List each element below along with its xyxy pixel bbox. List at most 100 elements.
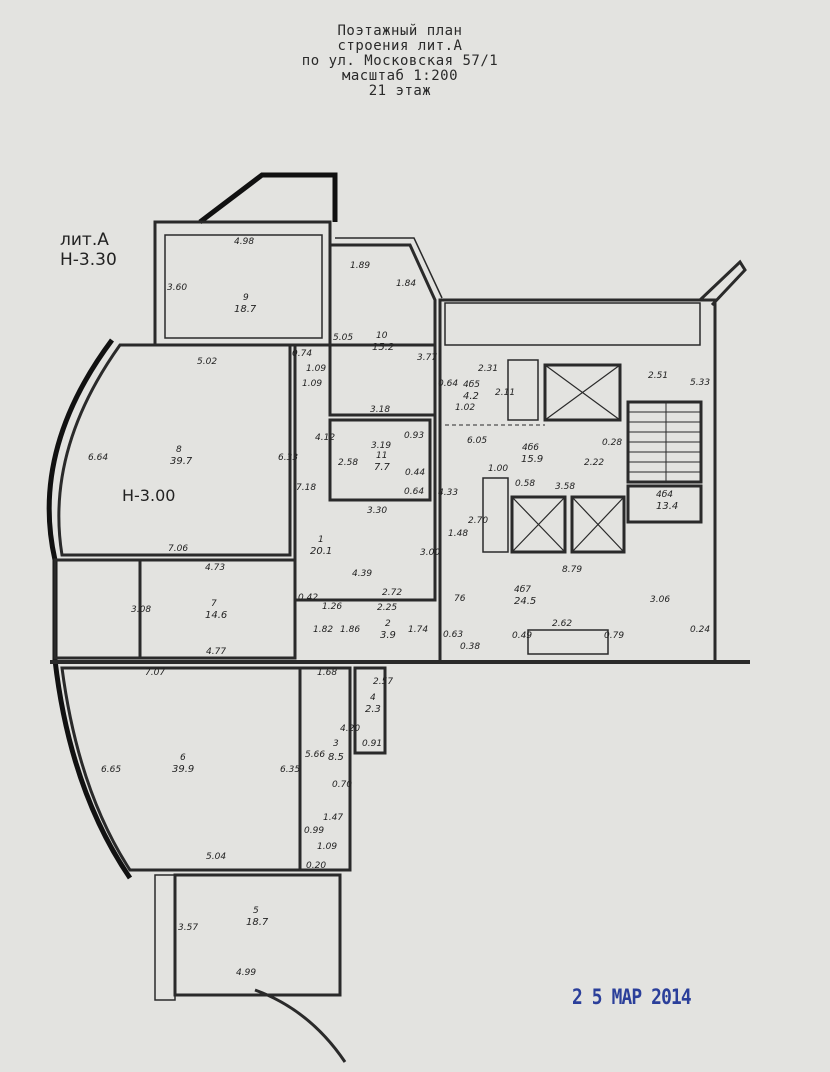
room-area: 18.7 (246, 917, 269, 928)
room-area: 13.4 (656, 501, 678, 512)
dimension: 6.35 (280, 765, 300, 775)
room-number: 6 (180, 753, 186, 763)
dimension: 2.57 (373, 677, 393, 687)
room-number: 1 (318, 535, 324, 545)
dimension: 1.02 (455, 403, 475, 413)
room-area: 4.2 (463, 391, 479, 402)
wall-diagonal (698, 259, 747, 307)
dimension: 4.33 (438, 488, 458, 498)
room8-height-label: Н-3.00 (122, 486, 176, 505)
dimension: 2.58 (338, 458, 358, 468)
dimension: 1.84 (396, 279, 416, 289)
dimension: 3.00 (420, 548, 440, 558)
room-area: 14.6 (205, 610, 227, 621)
dimension: 0.38 (460, 642, 480, 652)
wall-room-6 (60, 666, 302, 872)
dimension: 5.33 (690, 378, 710, 388)
dimension: 0.20 (306, 861, 326, 871)
dimension: 3.19 (371, 441, 391, 451)
wall-room-11 (328, 418, 432, 502)
dimension: 0.28 (602, 438, 622, 448)
room-number: 3 (333, 739, 339, 749)
dimension: 1.74 (408, 625, 428, 635)
height-label: Н-3.30 (60, 250, 117, 270)
inner-wall (154, 874, 176, 1001)
dimension: 1.89 (350, 261, 370, 271)
title-line: масштаб 1:200 (341, 68, 459, 84)
dimension: 5.66 (305, 750, 325, 760)
dimension: 0.42 (298, 593, 318, 603)
walls (46, 172, 750, 1063)
dimension: 4.99 (236, 968, 256, 978)
dimension: 1.26 (322, 602, 342, 612)
shaft (482, 477, 509, 553)
dimension: 1.86 (340, 625, 360, 635)
dimension: 3.77 (417, 353, 437, 363)
room-number: 4б4 (656, 490, 673, 500)
inner-wall (164, 234, 323, 339)
dimension: 0.91 (362, 739, 382, 749)
dimension: 3.57 (178, 923, 198, 933)
dimension: 7.06 (168, 544, 188, 554)
wall-room-1 (293, 343, 437, 602)
wall-loggia (53, 558, 142, 660)
lift-shaft (510, 495, 567, 554)
dimension: 4.77 (206, 647, 226, 657)
lift-cross (511, 496, 566, 553)
dimension: 4.20 (340, 724, 360, 734)
room-area: 15.2 (372, 342, 394, 353)
dimension: 0.64 (404, 487, 424, 497)
shaft (507, 359, 539, 421)
title-line: строения лит.А (337, 38, 463, 54)
title-line: Поэтажный план (337, 23, 463, 39)
shaft (527, 629, 609, 655)
dimension: 6.05 (467, 436, 487, 446)
room-area: 15.9 (521, 454, 543, 465)
dimension: 3.06 (650, 595, 670, 605)
wall-room-3 (298, 666, 352, 872)
wall-room-10 (328, 243, 437, 417)
dimension: 1.68 (317, 668, 337, 678)
dimension: 2.31 (478, 364, 498, 374)
balcony-top (198, 172, 338, 224)
dimension: 0.64 (438, 379, 458, 389)
dimension: 1.09 (317, 842, 337, 852)
dimension: 0.70 (332, 780, 352, 790)
dimension: 0.79 (604, 631, 624, 641)
room-area: 20.1 (310, 546, 332, 557)
wall-core (438, 298, 717, 664)
dimension: 7.07 (145, 668, 165, 678)
room-area: 2.3 (365, 704, 381, 715)
title-line: 21 этаж (368, 83, 432, 99)
dimension: 5.02 (197, 357, 217, 367)
dimension: 1.00 (488, 464, 508, 474)
room-area: 39.9 (172, 764, 194, 775)
balcony-bottom (254, 988, 347, 1063)
dimension: 4.98 (234, 237, 254, 247)
lift-cross (544, 364, 621, 421)
room-area: 24.5 (514, 596, 536, 607)
room-labels: 9 18.7 10 15.2 8 39.7 11 7.7 1 20.1 7 14… (170, 293, 678, 928)
lift-cross (571, 496, 625, 553)
wall-room-7 (138, 558, 297, 660)
dimension: 2.51 (648, 371, 668, 381)
dimension: 0.99 (304, 826, 324, 836)
inner-wall (444, 302, 701, 346)
room-area: 8.5 (328, 752, 344, 763)
dimension: 1.09 (302, 379, 322, 389)
lit-label: лит.А (60, 230, 109, 250)
lift-shaft (543, 363, 622, 422)
room-number: 5 (253, 906, 259, 916)
dimension: 6.65 (101, 765, 121, 775)
dimension: 4.39 (352, 569, 372, 579)
dimension: 0.93 (404, 431, 424, 441)
dimension: 1.47 (323, 813, 343, 823)
wall-room-4 (353, 666, 387, 755)
dimension: 2.72 (382, 588, 402, 598)
room-number: 11 (376, 451, 387, 461)
dimension: 3.58 (555, 482, 575, 492)
dimension: 4.73 (205, 563, 225, 573)
room-area: 18.7 (234, 304, 257, 315)
dimension: 2.22 (584, 458, 604, 468)
